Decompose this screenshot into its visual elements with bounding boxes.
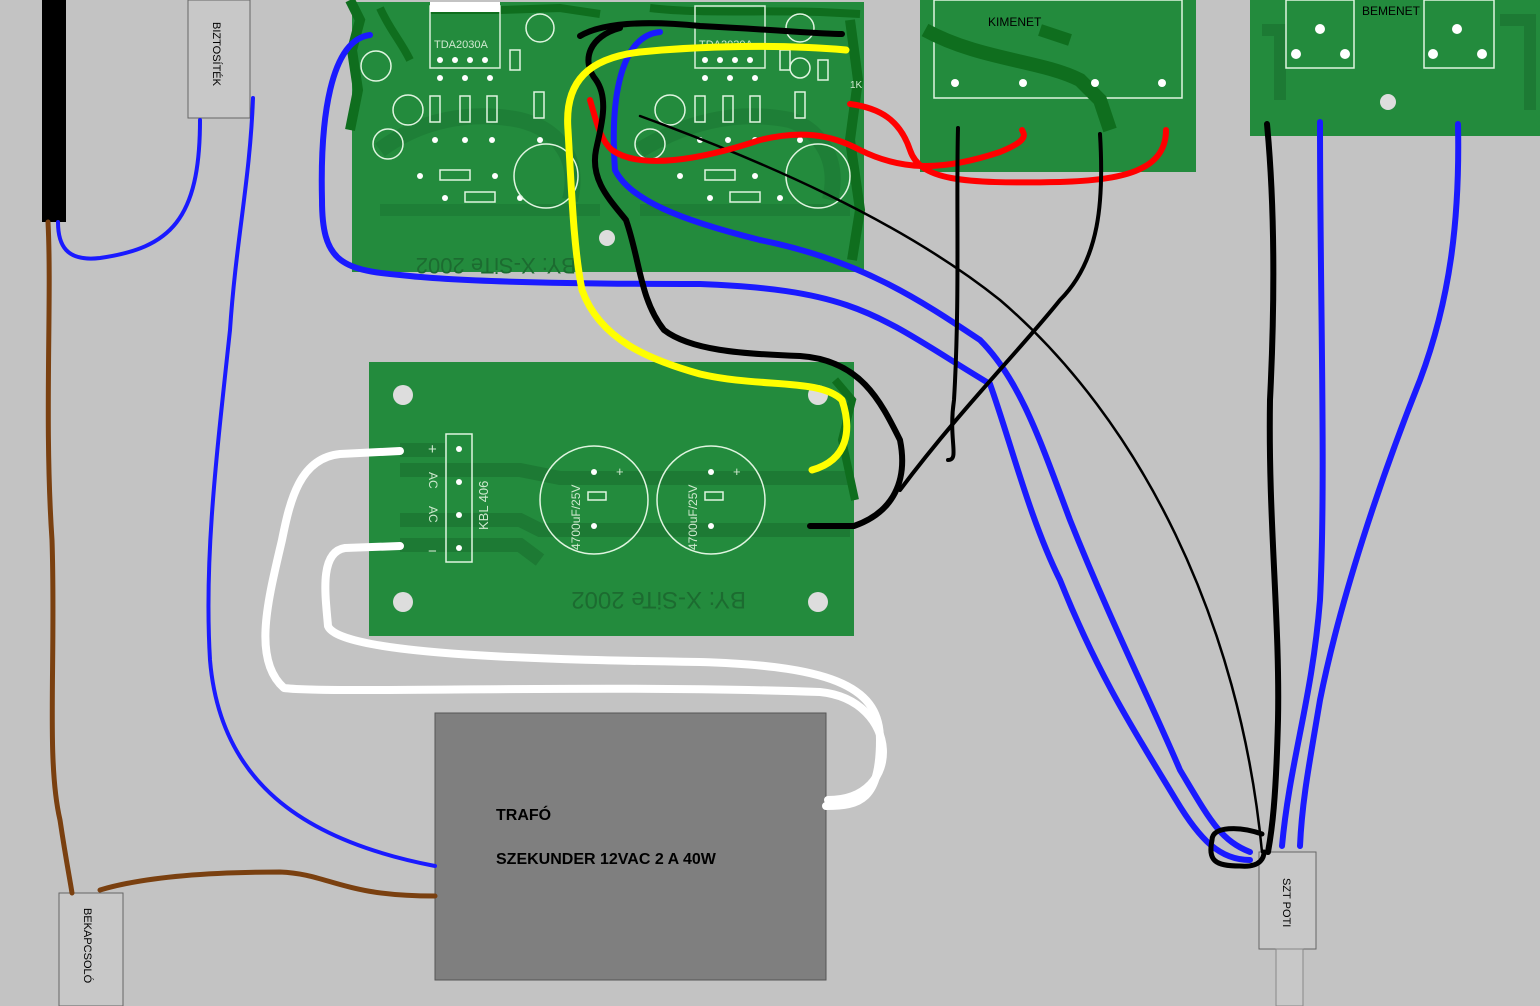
svg-text:+: + xyxy=(733,464,741,479)
wire-blue-input-1 xyxy=(1279,119,1326,849)
transformer: TRAFÓ SZEKUNDER 12VAC 2 A 40W xyxy=(434,712,827,981)
wire-yellow-supply xyxy=(564,42,851,474)
wire-blue-amp-left xyxy=(318,32,993,387)
psu-board: + AC AC − KBL 406 + + 4700uF/25V 4700uF/… xyxy=(369,362,859,636)
wire-blue-fuse-in xyxy=(56,118,202,261)
psu-plus: + xyxy=(428,441,437,458)
wire-brown-switch xyxy=(97,869,438,899)
fuse-holder: BIZTOSÍTÉK xyxy=(187,0,251,119)
amp-board-signature: BY: X-SiTe 2002 xyxy=(416,253,576,278)
wires xyxy=(45,20,1462,899)
psu-ac1: AC xyxy=(426,472,440,489)
cap1-label: 4700uF/25V xyxy=(569,485,583,550)
psu-board-signature: BY: X-SiTe 2002 xyxy=(571,586,746,613)
power-switch: BEKAPCSOLÓ xyxy=(58,892,124,1006)
wire-blue-amp-left-to-pot xyxy=(987,381,1253,863)
switch-label: BEKAPCSOLÓ xyxy=(81,908,94,984)
psu-minus: − xyxy=(428,543,437,560)
wire-blue-input-2 xyxy=(1297,121,1462,849)
svg-text:+: + xyxy=(616,464,624,479)
wire-white-2 xyxy=(321,542,884,810)
transformer-spec: SZEKUNDER 12VAC 2 A 40W xyxy=(496,851,717,868)
chip-left-label: TDA2030A xyxy=(434,39,488,51)
mains-cable xyxy=(42,0,66,222)
rectifier-label: KBL 406 xyxy=(476,481,491,530)
wire-black-thin-signal xyxy=(638,114,1264,854)
wire-black-psu-ground xyxy=(585,25,906,529)
volume-potentiometer: SZT POTI xyxy=(1258,851,1317,1006)
wire-black-pot-loop xyxy=(1208,826,1267,869)
fuse-label: BIZTOSÍTÉK xyxy=(210,22,223,87)
transformer-title: TRAFÓ xyxy=(496,805,551,824)
output-board: KIMENET xyxy=(920,0,1196,172)
output-label: KIMENET xyxy=(988,15,1042,29)
wire-blue-amp-right xyxy=(610,29,1253,855)
wire-black-speaker-ground-2 xyxy=(898,132,1104,492)
wire-white-1 xyxy=(261,447,887,804)
cap2-label: 4700uF/25V xyxy=(686,485,700,550)
wire-black-speaker-ground-1 xyxy=(946,126,960,462)
amp-resistor-label: 1K xyxy=(850,80,863,91)
wire-brown-mains xyxy=(45,219,75,896)
psu-ac2: AC xyxy=(426,506,440,523)
pot-label: SZT POTI xyxy=(1280,878,1292,927)
input-board: BEMENET xyxy=(1250,0,1540,136)
wire-black-amp-top xyxy=(577,20,845,39)
wire-blue-fuse-out xyxy=(206,96,437,868)
input-label: BEMENET xyxy=(1362,4,1421,18)
wire-red-speaker-2 xyxy=(847,101,1169,186)
wire-black-input-ground xyxy=(1264,121,1282,855)
wire-red-speaker-1 xyxy=(587,97,1027,170)
